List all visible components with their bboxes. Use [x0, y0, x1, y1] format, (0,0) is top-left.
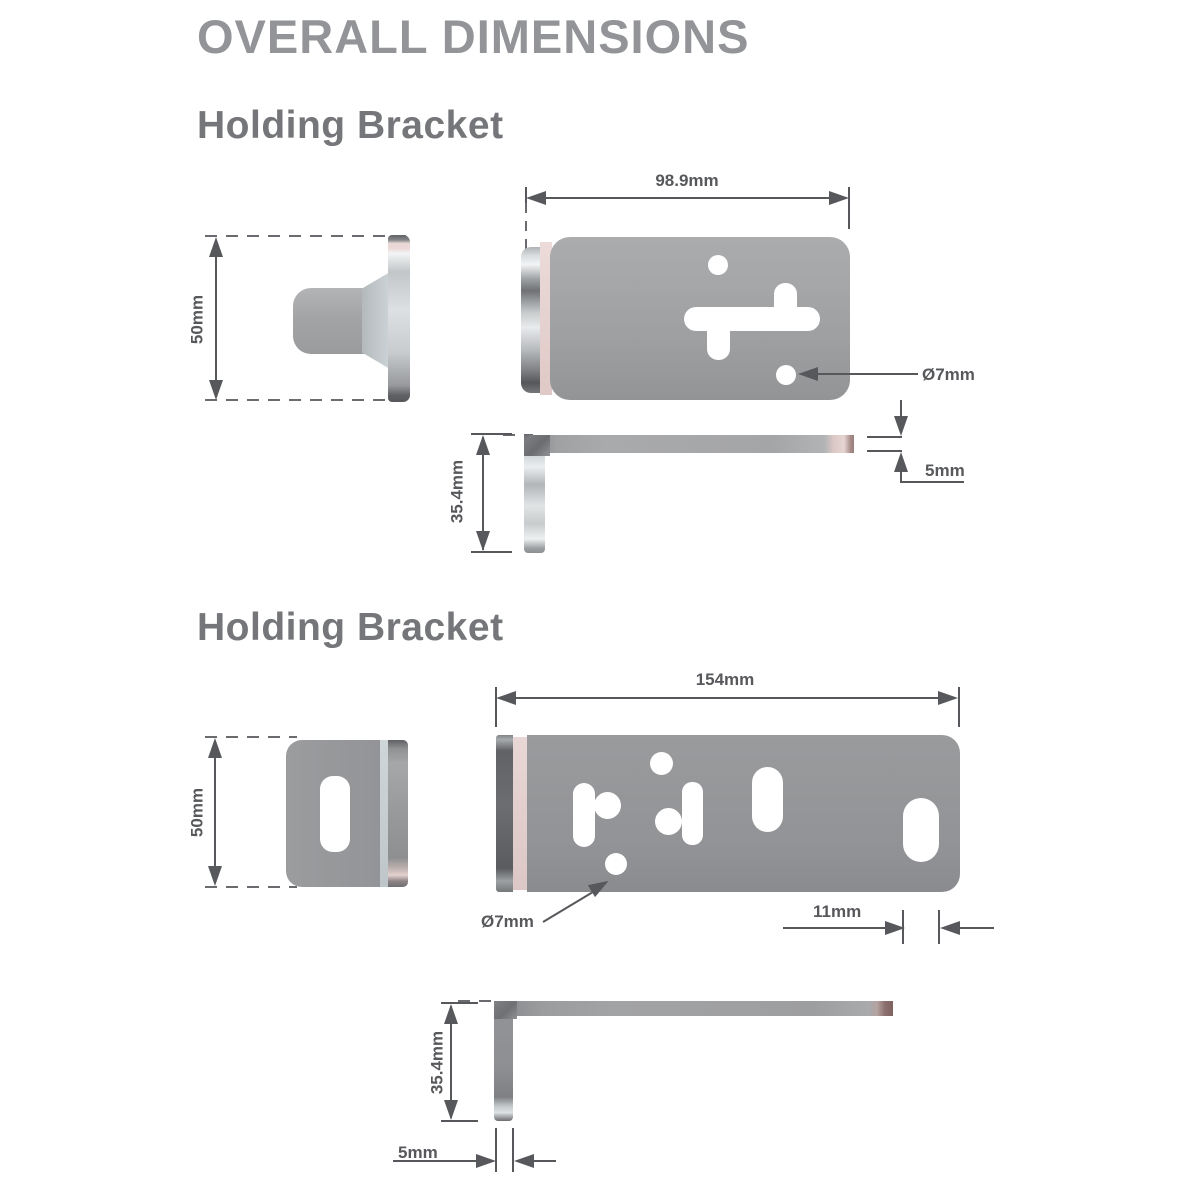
dimension-line-leg	[450, 1006, 452, 1118]
tick-line-bottom	[441, 1120, 478, 1122]
dimension-line-thickness	[900, 470, 902, 483]
dimension-line-height	[214, 750, 216, 874]
dimension-line-width	[514, 697, 942, 699]
height-dimension-label: 50mm	[187, 294, 207, 345]
arrowhead-up	[209, 237, 223, 257]
bracket1-profile-leg	[524, 435, 545, 553]
extension-line-right	[958, 687, 960, 727]
arrowhead-down	[209, 380, 223, 400]
section2-heading: Holding Bracket	[197, 606, 504, 649]
arrowhead-down	[476, 531, 490, 551]
mounting-hole	[776, 365, 796, 385]
hole-diameter-label: Ø7mm	[922, 365, 975, 384]
leader-arrowhead	[798, 367, 818, 381]
arrowhead-left	[514, 1154, 534, 1168]
dimension-line-width	[543, 197, 833, 199]
bracket1-side-plate	[388, 235, 410, 402]
arrowhead-right	[829, 191, 849, 205]
tick-line-bottom	[867, 450, 902, 452]
bracket2-side-edge	[388, 740, 408, 887]
leg-dimension-label: 35.4mm	[447, 459, 467, 524]
mounting-hole	[605, 853, 627, 875]
arrowhead-left	[526, 191, 546, 205]
tick-line-left	[902, 910, 904, 944]
tick-line-bottom	[471, 551, 512, 553]
bracket2-top-pink-edge	[513, 737, 527, 890]
keyhole-lobe	[594, 792, 621, 819]
page-title: OVERALL DIMENSIONS	[197, 10, 750, 63]
extension-dash	[503, 434, 533, 436]
bracket2-profile-leg	[494, 1001, 513, 1121]
thickness-dimension-label: 5mm	[925, 461, 965, 480]
arrowhead-left	[496, 691, 516, 705]
thickness-dimension-label: 5mm	[398, 1143, 438, 1162]
extension-dash-bottom	[205, 399, 408, 401]
bracket1-side-stem	[293, 288, 368, 354]
arrowhead-right	[885, 921, 905, 935]
tick-line-top	[471, 433, 512, 435]
tick-line-left	[495, 1128, 497, 1172]
height-dimension-label: 50mm	[187, 787, 207, 838]
tick-line-top	[867, 436, 902, 438]
extension-dash-left	[525, 203, 527, 259]
tick-line-right	[938, 910, 940, 944]
bracket2-profile-arm	[494, 1001, 893, 1016]
arrowhead-up	[894, 452, 908, 472]
section1-heading: Holding Bracket	[197, 104, 504, 147]
oval-slot	[903, 798, 939, 862]
width-dimension-label: 154mm	[695, 670, 755, 689]
arrowhead-up	[208, 738, 222, 758]
arrowhead-up	[476, 435, 490, 455]
dimension-line-thickness	[534, 1160, 556, 1162]
oval-slot	[752, 767, 783, 832]
tick-line-right	[512, 1128, 514, 1172]
bracket1-side-flange	[362, 272, 390, 369]
extension-line-left	[495, 687, 497, 727]
width-dimension-label: 98.9mm	[655, 171, 719, 190]
slot-lobe-up	[774, 283, 797, 323]
side-slot	[320, 776, 350, 852]
extension-line-right	[848, 187, 850, 229]
dimension-line-thickness	[393, 1160, 476, 1162]
dimension-line-slot	[958, 927, 994, 929]
slot-lobe-down	[707, 317, 730, 360]
hole-diameter-label: Ø7mm	[481, 912, 534, 931]
adjustment-slot	[684, 307, 820, 331]
keyhole-slot	[573, 783, 595, 847]
keyhole-lobe	[655, 808, 682, 835]
extension-dash	[458, 1000, 492, 1002]
arrowhead-left	[940, 921, 960, 935]
bracket2-profile-corner	[494, 1001, 517, 1019]
leader-line	[900, 481, 964, 483]
bracket1-top-pink-edge	[540, 242, 552, 395]
keyhole-slot	[682, 782, 703, 845]
dimension-line-slot	[783, 927, 885, 929]
mounting-hole	[650, 752, 673, 775]
leg-dimension-label: 35.4mm	[427, 1030, 447, 1095]
arrowhead-right	[938, 691, 958, 705]
arrowhead-up	[444, 1004, 458, 1024]
extension-dash-top	[205, 736, 297, 738]
arrowhead-down	[208, 866, 222, 886]
bracket2-side-highlight	[380, 740, 388, 887]
dimension-line-thickness	[900, 400, 902, 417]
extension-dash-bottom	[205, 886, 297, 888]
dimension-line-height	[215, 248, 217, 390]
arrowhead-down	[444, 1100, 458, 1120]
dimension-line-leg	[482, 437, 484, 550]
mounting-hole	[708, 255, 728, 275]
arrowhead-down	[894, 416, 908, 436]
arrowhead-right	[476, 1154, 496, 1168]
bracket2-top-metal-edge	[496, 735, 513, 892]
bracket1-profile-arm	[524, 435, 854, 453]
tick-line-top	[441, 1002, 478, 1004]
slot-width-label: 11mm	[813, 902, 862, 921]
leader-line	[816, 373, 918, 375]
bracket1-profile-corner	[524, 435, 550, 456]
extension-dash-top	[205, 235, 408, 237]
